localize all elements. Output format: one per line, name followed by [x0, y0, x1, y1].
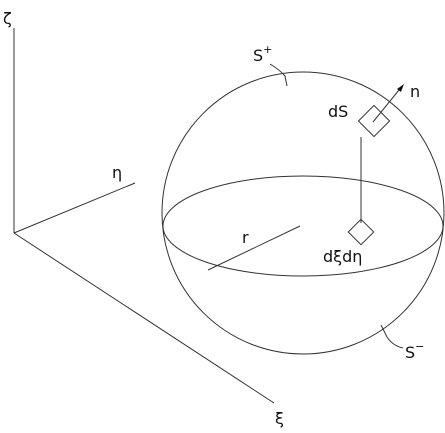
ds-label: dS: [328, 102, 348, 121]
eta-axis: [13, 182, 136, 234]
eta-label: η: [112, 163, 122, 182]
s-minus-sup: −: [415, 340, 424, 353]
dxi-deta-label: dξdη: [323, 247, 362, 266]
xi-label: ξ: [275, 409, 284, 428]
xi-axis: [13, 232, 275, 404]
normal-vector-line: [372, 89, 400, 123]
s-minus-label: S−: [405, 340, 424, 362]
s-plus-label: S+: [253, 43, 272, 65]
s-minus-base: S: [405, 343, 415, 362]
s-plus-base: S: [253, 46, 263, 65]
sphere-outline: [161, 71, 445, 355]
s-minus-leader: [380, 324, 404, 349]
s-plus-sup: +: [263, 43, 272, 56]
n-label: n: [410, 82, 420, 101]
equator-ellipse: [162, 175, 444, 277]
radius-line: [207, 225, 301, 271]
r-label: r: [242, 228, 249, 247]
normal-vector-arrowhead: [397, 84, 404, 92]
s-plus-leader: [269, 63, 288, 87]
zeta-label: ζ: [3, 9, 12, 28]
surface-element-ds: [357, 104, 391, 138]
surface-element-dxi-deta: [347, 218, 375, 246]
